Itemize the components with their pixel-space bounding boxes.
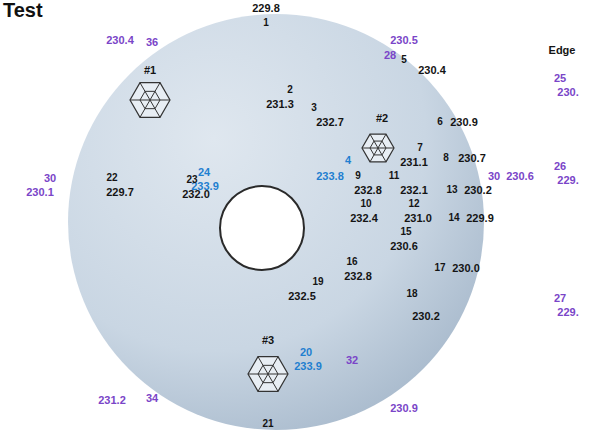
point-number: 5: [401, 55, 407, 65]
point-number: 6: [437, 117, 443, 127]
point-number: 11: [389, 171, 400, 181]
center-hole: [220, 186, 304, 270]
measurement-value: 232.1: [400, 185, 428, 196]
hex-spoke: [258, 374, 268, 391]
point-number: 7: [417, 143, 423, 153]
edge-value: 230.4: [106, 35, 134, 46]
edge-value: 230.1: [26, 187, 54, 198]
point-number: 8: [443, 153, 449, 163]
edge-value: 30: [44, 173, 56, 184]
edge-value: 229.: [557, 175, 578, 186]
measurement-value: 232.4: [350, 213, 378, 224]
hex-icon: [130, 83, 170, 118]
measurement-value: 232.0: [182, 189, 210, 200]
point-number: 23: [186, 175, 197, 185]
point-number: 14: [448, 213, 459, 223]
hex-outline: [248, 357, 288, 392]
hex-spoke: [370, 134, 378, 148]
hex-icon: [362, 134, 394, 162]
edge-value: 26: [554, 161, 566, 172]
edge-value: 27: [554, 293, 566, 304]
hex-spoke: [378, 134, 386, 148]
hex-spoke: [362, 148, 378, 149]
measurement-value: 230.7: [458, 153, 486, 164]
measurement-value: 231.1: [400, 157, 428, 168]
hex-spoke: [378, 148, 394, 149]
edge-value: 34: [146, 393, 158, 404]
measurement-value: 232.7: [316, 117, 344, 128]
hex-spoke: [150, 100, 170, 101]
hex-spoke: [150, 100, 160, 117]
point-number: 10: [360, 199, 371, 209]
point-number: 2: [287, 85, 293, 95]
measurement-value: 230.2: [464, 185, 492, 196]
center-value: 20: [300, 347, 312, 358]
measurement-value: 230.6: [390, 241, 418, 252]
center-value: 233.8: [316, 171, 344, 182]
point-number: 12: [408, 199, 419, 209]
edge-value: 230.9: [390, 403, 418, 414]
hex-spoke: [268, 374, 288, 375]
hex-outline: [130, 83, 170, 118]
point-number: 21: [262, 419, 273, 429]
measurement-value: 232.8: [344, 271, 372, 282]
measurement-value: 230.2: [412, 311, 440, 322]
measurement-value: 229.8: [252, 3, 280, 14]
edge-value: 230.5: [390, 35, 418, 46]
edge-value: 36: [146, 37, 158, 48]
measurement-value: 232.5: [288, 291, 316, 302]
measurement-value: 231.0: [404, 213, 432, 224]
center-value: 4: [345, 155, 351, 166]
measurement-value: 232.8: [354, 185, 382, 196]
edge-value: 25: [554, 73, 566, 84]
hex-spoke: [140, 100, 150, 117]
point-number: 15: [400, 227, 411, 237]
point-number: 9: [355, 171, 361, 181]
measurement-value: #3: [262, 335, 274, 346]
hex-spoke: [268, 357, 278, 374]
point-number: 3: [311, 103, 317, 113]
measurement-value: 229.9: [466, 213, 494, 224]
edge-value: 30: [488, 171, 500, 182]
point-number: 18: [406, 289, 417, 299]
measurement-value: 231.3: [266, 99, 294, 110]
measurement-value: #2: [376, 113, 388, 124]
point-number: 1: [263, 18, 269, 28]
hex-spoke: [140, 83, 150, 100]
measurement-value: Edge: [549, 45, 576, 56]
title: Test: [3, 0, 43, 20]
edge-value: 28: [384, 50, 396, 61]
hex-spoke: [370, 148, 378, 162]
point-number: 19: [312, 277, 323, 287]
center-value: 24: [198, 167, 210, 178]
hex-icon: [248, 357, 288, 392]
point-number: 22: [106, 173, 117, 183]
wafer-disc: [68, 14, 484, 430]
point-number: 16: [346, 257, 357, 267]
hex-outline: [362, 134, 394, 162]
edge-value: 231.2: [98, 395, 126, 406]
point-number: 17: [434, 263, 445, 273]
hex-spoke: [378, 148, 386, 162]
hex-spoke: [268, 374, 278, 391]
measurement-value: 230.4: [418, 65, 446, 76]
center-value: 233.9: [294, 361, 322, 372]
hex-spoke: [150, 83, 160, 100]
hex-spoke: [248, 374, 268, 375]
edge-value: 32: [346, 355, 358, 366]
measurement-value: 230.0: [452, 263, 480, 274]
point-number: 13: [446, 185, 457, 195]
edge-value: 230.: [557, 87, 578, 98]
edge-value: 230.6: [506, 171, 534, 182]
measurement-value: 229.7: [106, 187, 134, 198]
hex-spoke: [258, 357, 268, 374]
edge-value: 229.: [557, 307, 578, 318]
probe-icons: [130, 83, 394, 392]
measurement-value: 230.9: [450, 117, 478, 128]
measurement-value: #1: [144, 65, 156, 76]
hex-spoke: [130, 100, 150, 101]
